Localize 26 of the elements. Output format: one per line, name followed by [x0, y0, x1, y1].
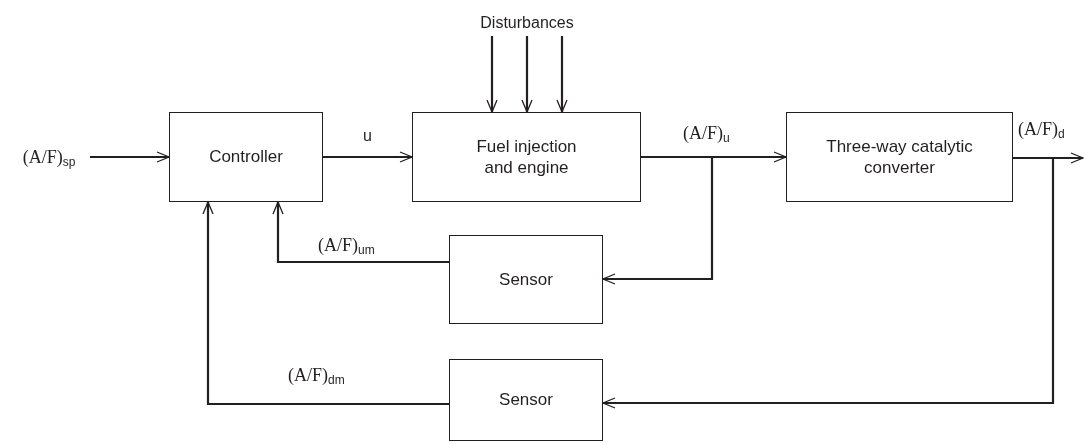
box-label: Fuel injection and engine [475, 135, 578, 179]
process-box [786, 112, 1013, 202]
arrow [272, 201, 449, 264]
box-label: Three-way catalytic converter [825, 135, 974, 179]
edge-label: (A/F)$_{u}$ [683, 124, 730, 142]
edge-label: (A/F)$_{um}$ [318, 236, 375, 254]
box-label: Controller [209, 146, 283, 168]
process-box [449, 359, 603, 441]
arrow [202, 201, 449, 406]
box-label: Sensor [499, 268, 553, 291]
arrow [486, 36, 498, 113]
arrow [556, 36, 568, 113]
arrow [90, 151, 170, 163]
box-label: (A/F)$_{sp}$ [22, 145, 76, 169]
process-box [449, 235, 603, 324]
box-label: Disturbances [480, 13, 574, 33]
edge-label: u [363, 128, 372, 144]
arrow [602, 156, 1055, 409]
edge-label: (A/F)$_{d}$ [1018, 120, 1065, 138]
edge-label: (A/F)$_{dm}$ [288, 366, 345, 384]
arrow [323, 151, 413, 163]
box-label: Sensor [499, 389, 553, 411]
process-box [169, 112, 323, 202]
arrow [521, 36, 533, 113]
arrow [602, 155, 714, 285]
process-box [412, 112, 641, 202]
